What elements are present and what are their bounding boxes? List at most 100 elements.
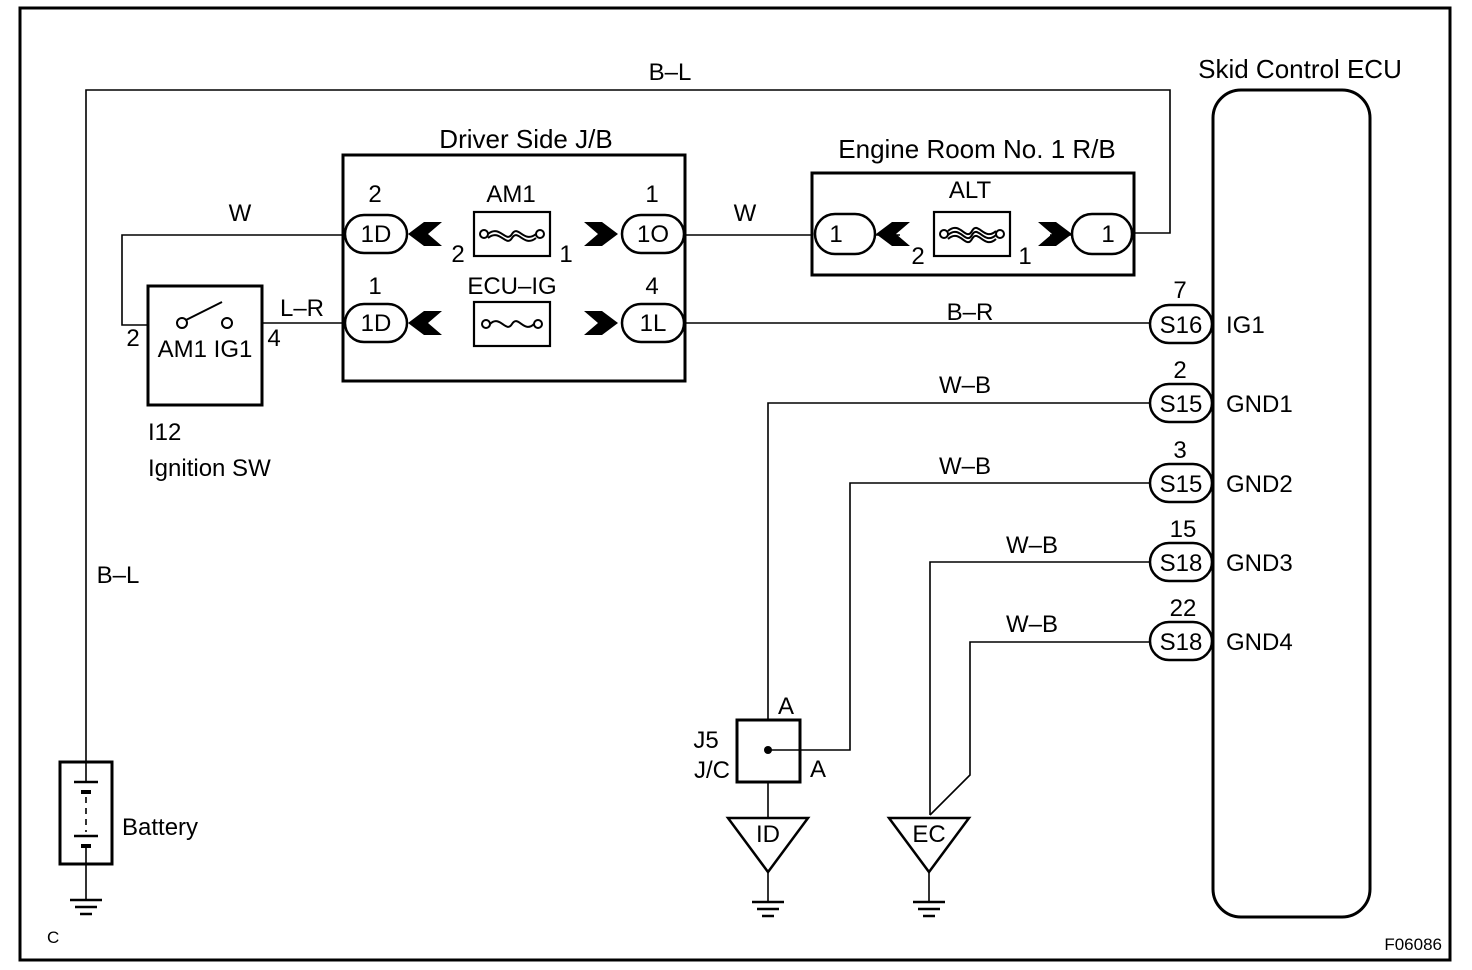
wire-color-label: W–B bbox=[939, 372, 991, 399]
ground-triangle-icon bbox=[725, 816, 811, 875]
ecu-pin-number: 7 bbox=[1173, 277, 1186, 304]
ignition-switch-name: Ignition SW bbox=[148, 455, 271, 482]
ignition-switch-box bbox=[146, 284, 264, 407]
wire-color-label: W bbox=[229, 200, 252, 227]
ecu-pin-number: 3 bbox=[1173, 437, 1186, 464]
ecu-pin-number: 15 bbox=[1170, 516, 1197, 543]
jb-pin-label: 1 bbox=[368, 273, 381, 300]
jb-pin-label: 1 bbox=[645, 181, 658, 208]
ecu-terminal-ig1: 7 S16 IG1 bbox=[1148, 277, 1265, 345]
fuse-terminal-icon bbox=[481, 319, 491, 329]
wire-w-b-gnd4 bbox=[929, 641, 1150, 816]
rb-connector-id: 1 bbox=[1101, 221, 1114, 248]
fuse-terminal-icon bbox=[479, 229, 489, 239]
fuse-pin-label: 2 bbox=[451, 241, 464, 268]
fuse-terminal-icon bbox=[535, 229, 545, 239]
junction-pin-top: A bbox=[778, 693, 794, 720]
ecu-connector-shape bbox=[1148, 303, 1214, 345]
fuse-pin-label: 2 bbox=[911, 243, 924, 270]
wire-color-label: W–B bbox=[939, 453, 991, 480]
male-terminal-arrow-icon bbox=[584, 222, 618, 246]
wire-w-b-gnd2 bbox=[800, 482, 1150, 751]
jb-pin-label: 2 bbox=[368, 181, 381, 208]
figure-code: F06086 bbox=[1384, 935, 1442, 954]
jb-connector-id: 1L bbox=[640, 310, 667, 337]
ground-triangle-icon bbox=[886, 816, 972, 875]
ecu-connector-id: S15 bbox=[1160, 391, 1203, 418]
driver-side-jb-box bbox=[341, 153, 687, 383]
ecu-terminal-gnd4: 22 S18 GND4 bbox=[1148, 595, 1293, 662]
jb-connector-id: 1O bbox=[637, 221, 669, 248]
ground-point-label: EC bbox=[912, 821, 945, 848]
wire-color-label: W–B bbox=[1006, 532, 1058, 559]
fuse-terminal-icon bbox=[995, 229, 1005, 239]
female-terminal-arrow-icon bbox=[408, 311, 442, 335]
ecu-connector-id: S16 bbox=[1160, 312, 1203, 339]
wire-w-b-gnd1 bbox=[767, 402, 1150, 720]
male-terminal-arrow-icon bbox=[1038, 222, 1072, 246]
wire-color-label: B–L bbox=[649, 59, 692, 86]
jb-connector-1o bbox=[620, 213, 686, 255]
fuse-am1-label: AM1 bbox=[486, 181, 535, 208]
engine-room-rb-box bbox=[810, 171, 1136, 277]
female-terminal-arrow-icon bbox=[876, 222, 910, 246]
ecu-connector-shape bbox=[1148, 620, 1214, 662]
fusible-link-icon bbox=[947, 230, 997, 240]
fuse-pin-label: 1 bbox=[1018, 243, 1031, 270]
driver-side-jb-title: Driver Side J/B bbox=[439, 124, 612, 154]
ecu-terminal-gnd3: 15 S18 GND3 bbox=[1148, 516, 1293, 583]
fuse-ecu-ig-label: ECU–IG bbox=[467, 273, 556, 300]
rb-connector-left bbox=[813, 212, 877, 256]
ecu-signal-name: GND3 bbox=[1226, 550, 1293, 577]
junction-code: J5 bbox=[693, 727, 718, 754]
fusible-link-icon bbox=[487, 230, 537, 238]
ecu-pin-number: 2 bbox=[1173, 357, 1186, 384]
ecu-signal-name: GND4 bbox=[1226, 629, 1293, 656]
ecu-terminal-gnd2: 3 S15 GND2 bbox=[1148, 437, 1293, 504]
ground-point-c-label: C bbox=[47, 928, 59, 947]
ecu-signal-name: IG1 bbox=[1226, 312, 1265, 339]
ground-point-id: ID bbox=[725, 816, 811, 918]
wire-color-label: W–B bbox=[1006, 611, 1058, 638]
jb-connector-1d-bottom bbox=[343, 302, 409, 344]
jb-connector-id: 1D bbox=[361, 310, 392, 337]
ecu-connector-id: S18 bbox=[1160, 550, 1203, 577]
switch-contact-icon bbox=[176, 317, 188, 329]
fuse-terminal-icon bbox=[939, 229, 949, 239]
wire-color-label: L–R bbox=[280, 295, 324, 322]
ignition-switch-pin: 2 bbox=[126, 325, 139, 352]
wire-b-l bbox=[85, 89, 1171, 762]
engine-room-rb-title: Engine Room No. 1 R/B bbox=[838, 134, 1115, 164]
junction-pin-right: A bbox=[810, 756, 826, 783]
fusible-link-icon bbox=[947, 226, 997, 236]
wire-color-label: B–L bbox=[97, 562, 140, 589]
ground-point-ec: EC bbox=[886, 816, 972, 918]
fuse-pin-label: 1 bbox=[559, 241, 572, 268]
switch-contact-icon bbox=[221, 317, 233, 329]
ground-point-label: ID bbox=[756, 821, 780, 848]
rb-connector-id: 1 bbox=[829, 221, 842, 248]
female-terminal-arrow-icon bbox=[408, 222, 442, 246]
wire-w-left bbox=[121, 234, 345, 326]
jb-pin-label: 4 bbox=[645, 273, 658, 300]
diagram-frame bbox=[18, 6, 1452, 962]
skid-control-ecu-box bbox=[1211, 88, 1372, 919]
ecu-pin-number: 22 bbox=[1170, 595, 1197, 622]
jb-connector-1l bbox=[620, 302, 686, 344]
jb-connector-1d-top bbox=[343, 213, 409, 255]
ecu-title: Skid Control ECU bbox=[1198, 54, 1402, 84]
battery-label: Battery bbox=[122, 814, 198, 841]
junction-connector-box bbox=[735, 718, 802, 784]
ecu-connector-shape bbox=[1148, 541, 1214, 583]
fuse-alt-label: ALT bbox=[949, 177, 992, 204]
wire-color-label: B–R bbox=[947, 299, 994, 326]
fusible-link-icon bbox=[947, 234, 997, 244]
ecu-connector-id: S15 bbox=[1160, 471, 1203, 498]
ignition-switch-code: I12 bbox=[148, 419, 181, 446]
junction-type: J/C bbox=[694, 757, 730, 784]
ignition-switch-pin: 4 bbox=[267, 325, 280, 352]
ecu-signal-name: GND1 bbox=[1226, 391, 1293, 418]
fusible-link-icon bbox=[487, 234, 537, 242]
ecu-connector-shape bbox=[1148, 382, 1214, 424]
